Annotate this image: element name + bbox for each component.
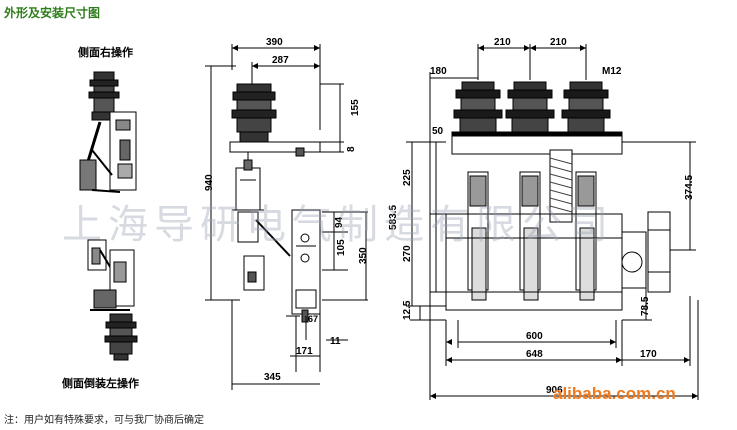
dim-210-b: 210 <box>550 37 567 48</box>
right-operation-label: 侧面右操作 <box>78 46 133 59</box>
footnote: 注：用户如有特殊要求，可与我厂协商后确定 <box>4 415 204 426</box>
dim-940: 940 <box>204 174 215 191</box>
dim-155: 155 <box>350 99 361 116</box>
dim-105: 105 <box>336 239 347 256</box>
right-operation-view <box>79 71 137 193</box>
dim-12: 12.5 <box>402 300 413 320</box>
dim-170: 170 <box>640 349 657 360</box>
dim-374: 374.5 <box>684 175 695 200</box>
dim-78: 78.5 <box>640 296 651 316</box>
dim-67: 67 <box>308 314 318 324</box>
page-title: 外形及安装尺寸图 <box>4 6 101 20</box>
dim-600: 600 <box>526 331 543 342</box>
dim-50: 50 <box>432 126 444 137</box>
dim-8: 8 <box>346 146 357 152</box>
dim-390: 390 <box>266 37 283 48</box>
dim-210-a: 210 <box>494 37 511 48</box>
alibaba-watermark: alibaba.com.cn <box>553 384 676 403</box>
left-operation-label: 侧面倒装左操作 <box>62 377 139 390</box>
dim-180: 180 <box>430 66 447 77</box>
side-view <box>205 44 368 390</box>
dim-270: 270 <box>402 245 413 262</box>
left-operation-view <box>87 239 138 361</box>
dim-11: 11 <box>330 336 341 347</box>
dim-350: 350 <box>358 247 369 264</box>
dim-345: 345 <box>264 372 281 383</box>
company-watermark: 上海导研电气制造有限公司 <box>62 202 614 248</box>
bolt-m12: M12 <box>602 66 622 77</box>
dim-583: 583.5 <box>388 205 399 230</box>
dim-171: 171 <box>296 346 313 357</box>
dim-287: 287 <box>272 55 289 66</box>
dim-648: 648 <box>526 349 543 360</box>
front-view <box>406 44 699 400</box>
dim-94: 94 <box>334 216 345 228</box>
dim-906: 906 <box>546 385 563 396</box>
dim-225: 225 <box>402 169 413 186</box>
